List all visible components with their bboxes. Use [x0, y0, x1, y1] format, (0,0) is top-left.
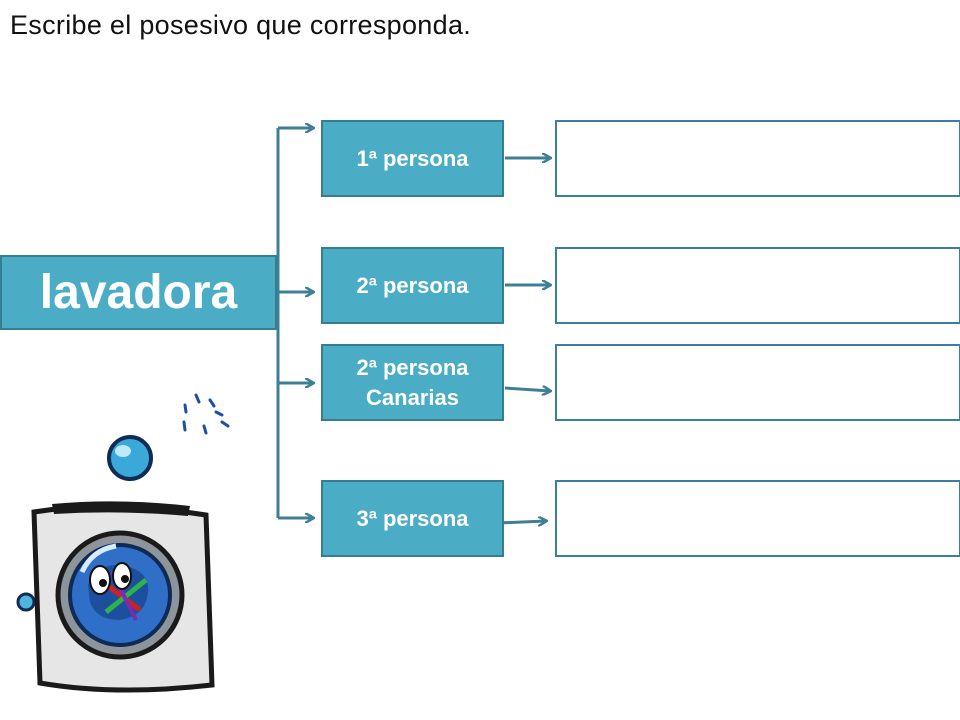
person-box-1: 1ª persona [321, 120, 504, 197]
person-box-4: 3ª persona [321, 480, 504, 557]
answer-box-4[interactable] [555, 480, 960, 557]
person-box-2: 2ª persona [321, 247, 504, 324]
answer-arrow-4 [497, 521, 546, 523]
answer-arrow-3 [504, 388, 550, 391]
washing-machine-icon [16, 393, 230, 693]
person-sublabel: Canarias [366, 384, 459, 410]
control-panel [52, 501, 190, 516]
answer-box-3[interactable] [555, 344, 960, 421]
person-label: 3ª persona [356, 505, 469, 531]
answer-box-2[interactable] [555, 247, 960, 324]
noun-box: lavadora [0, 255, 277, 330]
instruction-text: Escribe el posesivo que corresponda. [10, 10, 472, 40]
answer-box-1[interactable] [555, 120, 960, 197]
sparkle-icon [182, 393, 230, 435]
person-label: 2ª persona [356, 272, 469, 298]
person-label: 2ª persona [356, 354, 469, 380]
person-box-3: 2ª persona Canarias [321, 344, 504, 421]
person-label: 1ª persona [356, 145, 469, 171]
